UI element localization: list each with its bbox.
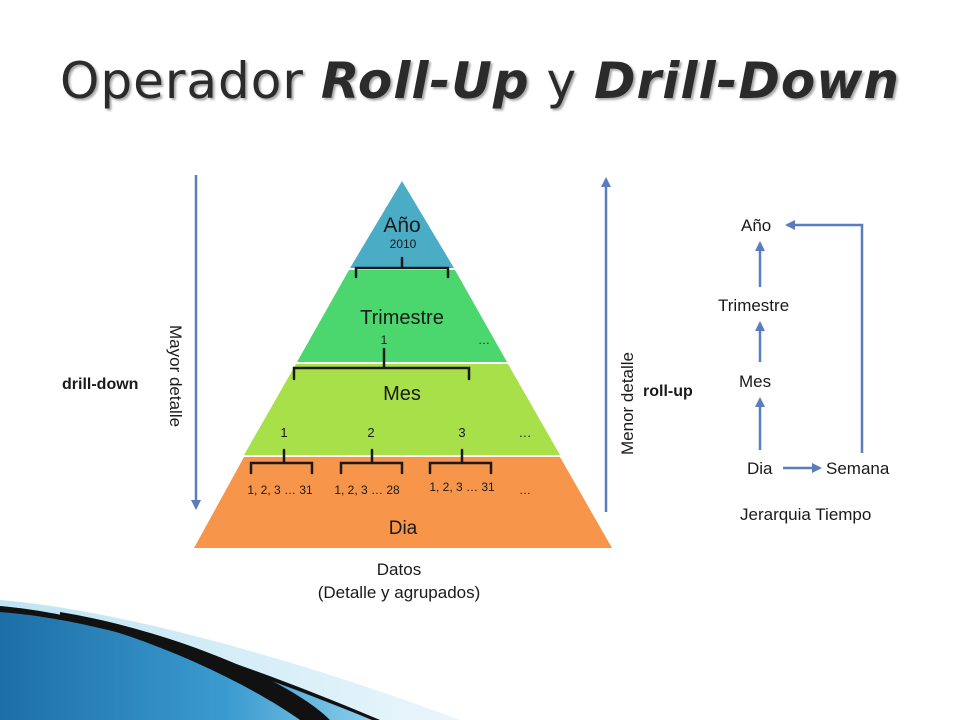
hier-node-dia: Dia [747,459,773,478]
label-mayor-detalle: Mayor detalle [166,325,185,427]
hier-arrow-semana-anio [785,220,864,453]
caption-datos: Datos [377,560,421,579]
label-mes: Mes [383,383,421,405]
label-dia-ellipsis: … [519,483,531,497]
label-mes-1: 1 [280,425,287,440]
label-trimestre: Trimestre [360,307,444,329]
label-roll-up: roll-up [643,383,693,400]
label-mes-ellipsis: … [519,425,532,440]
slide-title: Operador Roll-Up y Drill-Down [60,52,940,110]
pyramid: Año 2010 Trimestre 1 … Mes 1 2 3 … 1, 2,… [194,181,612,548]
pyramid-level-trimestre [297,270,507,362]
label-trimestre-1: 1 [381,333,388,347]
label-drill-down: drill-down [62,376,138,393]
label-trimestre-ellipsis: … [478,333,490,347]
hier-node-mes: Mes [739,372,771,391]
decorative-swoosh [0,600,460,720]
label-dia-group-1: 1, 2, 3 … 31 [247,483,313,497]
brace-mes-2 [339,448,404,475]
brace-trimestre [292,347,471,381]
label-menor-detalle: Menor detalle [618,352,637,455]
hier-caption: Jerarquia Tiempo [740,505,871,524]
label-mes-3: 3 [458,425,465,440]
title-part-1: Operador [60,52,321,110]
label-mes-2: 2 [367,425,374,440]
brace-mes-3 [428,448,493,475]
hier-node-anio: Año [741,216,771,235]
time-hierarchy: Año Trimestre Mes Dia Semana Jerarquia T… [718,216,890,524]
hier-node-semana: Semana [826,459,890,478]
label-anio-2010: 2010 [390,237,417,251]
pyramid-level-mes [244,364,560,455]
label-dia: Dia [389,518,418,539]
title-part-2: Roll-Up [320,52,530,110]
label-dia-group-2: 1, 2, 3 … 28 [334,483,400,497]
caption-detalle: (Detalle y agrupados) [318,583,481,602]
title-part-4: Drill-Down [594,52,901,110]
brace-mes-1 [249,448,314,475]
pyramid-level-anio [350,181,454,268]
label-dia-group-3: 1, 2, 3 … 31 [429,480,495,494]
brace-anio [354,256,450,279]
label-anio: Año [383,214,420,237]
title-part-3: y [529,52,595,110]
hier-node-trimestre: Trimestre [718,296,789,315]
pyramid-level-dia [194,457,612,548]
